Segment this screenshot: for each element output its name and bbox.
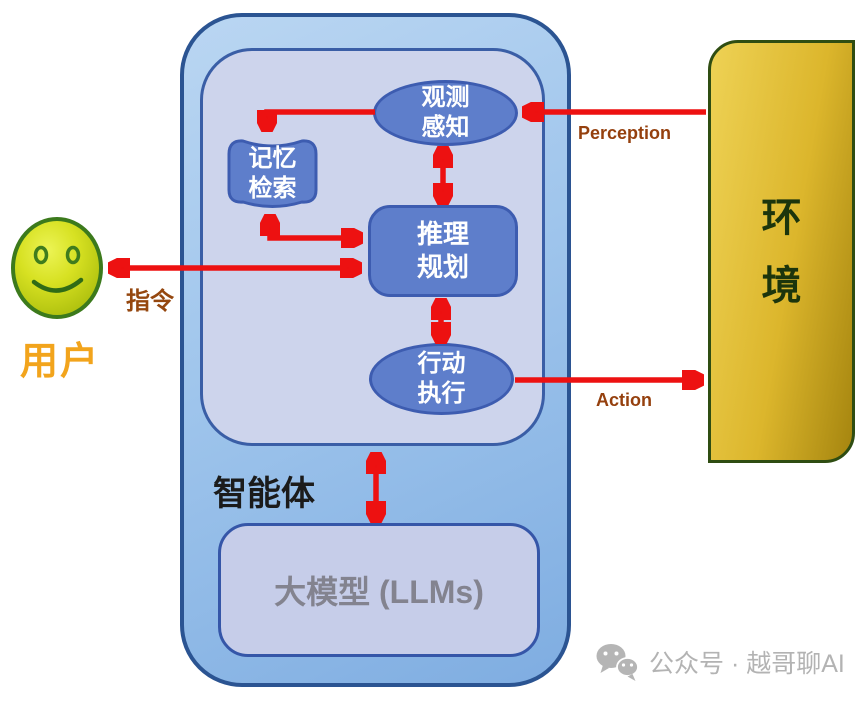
environment-label: 环 境	[761, 195, 802, 308]
node-observation-label: 观测 感知	[421, 84, 470, 141]
user-label: 用户	[20, 341, 101, 383]
instruction-edge-label: 指令	[126, 288, 174, 315]
environment-box: 环 境	[708, 40, 855, 463]
memory-cylinder-shape	[227, 139, 318, 208]
agent-label: 智能体	[213, 475, 315, 513]
wechat-icon	[596, 644, 639, 681]
watermark: 公众号 · 越哥聊AI	[594, 642, 845, 682]
node-reasoning-label: 推理 规划	[416, 219, 469, 282]
llm-box: 大模型 (LLMs)	[218, 523, 540, 657]
node-action-label: 行动 执行	[417, 350, 466, 407]
node-action: 行动 执行	[369, 343, 514, 415]
user-smiley-icon	[11, 217, 103, 319]
watermark-text: 公众号 · 越哥聊AI	[649, 650, 845, 678]
perception-edge-label: Perception	[578, 123, 672, 143]
llm-label: 大模型 (LLMs)	[274, 574, 484, 610]
node-memory: 记忆 检索	[224, 132, 321, 214]
node-observation: 观测 感知	[373, 80, 518, 146]
node-memory-label: 记忆 检索	[248, 145, 297, 202]
action-edge-label: Action	[596, 390, 652, 410]
node-reasoning: 推理 规划	[368, 205, 518, 297]
